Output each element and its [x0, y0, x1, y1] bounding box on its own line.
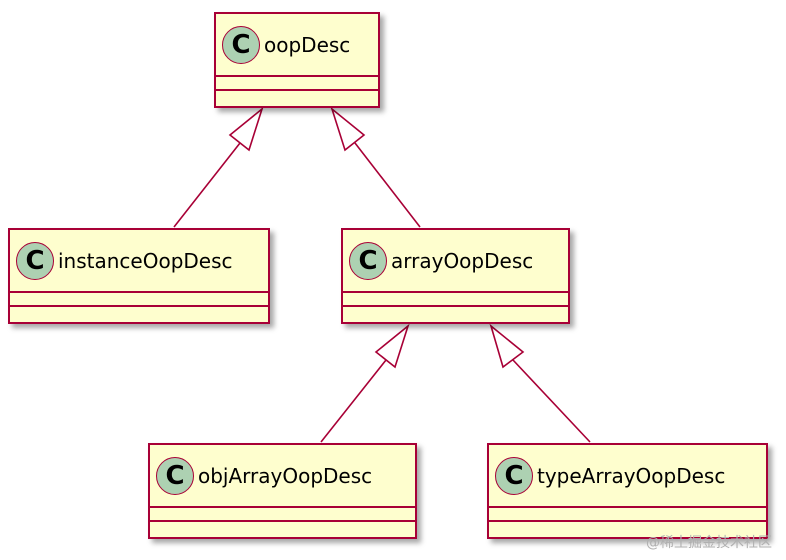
class-c-icon: C: [349, 241, 387, 280]
class-c-icon: C: [16, 241, 54, 280]
watermark: @稀土掘金技术社区: [646, 535, 772, 551]
edge-arrayOopDesc-oopDesc: [354, 142, 421, 228]
attributes-section: [216, 75, 378, 89]
methods-section: [343, 305, 568, 319]
class-c-icon: C: [495, 456, 533, 495]
class-c-icon: C: [156, 456, 194, 495]
attributes-section: [489, 506, 766, 520]
methods-section: [489, 520, 766, 534]
edge-typeArrayOopDesc-arrayOopDesc: [512, 359, 591, 443]
class-name: instanceOopDesc: [58, 248, 233, 273]
methods-section: [150, 520, 415, 534]
class-instanceOopDesc[interactable]: C instanceOopDesc: [8, 228, 270, 324]
edge-objArrayOopDesc-arrayOopDesc: [320, 359, 387, 443]
inheritance-arrowhead: [228, 106, 264, 152]
class-name: typeArrayOopDesc: [537, 463, 726, 488]
class-name: oopDesc: [264, 32, 351, 57]
methods-section: [10, 305, 268, 319]
class-typeArrayOopDesc[interactable]: C typeArrayOopDesc: [487, 443, 768, 539]
class-objArrayOopDesc[interactable]: C objArrayOopDesc: [148, 443, 417, 539]
class-oopDesc[interactable]: C oopDesc: [214, 12, 380, 108]
class-name: objArrayOopDesc: [198, 463, 373, 488]
methods-section: [216, 89, 378, 103]
edge-instanceOopDesc-oopDesc: [173, 142, 241, 228]
class-arrayOopDesc[interactable]: C arrayOopDesc: [341, 228, 570, 324]
attributes-section: [343, 291, 568, 305]
attributes-section: [10, 291, 268, 305]
inheritance-arrowhead: [330, 106, 366, 152]
class-c-icon: C: [222, 25, 260, 64]
inheritance-arrowhead: [489, 323, 525, 369]
class-name: arrayOopDesc: [391, 248, 534, 273]
inheritance-arrowhead: [374, 323, 410, 369]
attributes-section: [150, 506, 415, 520]
